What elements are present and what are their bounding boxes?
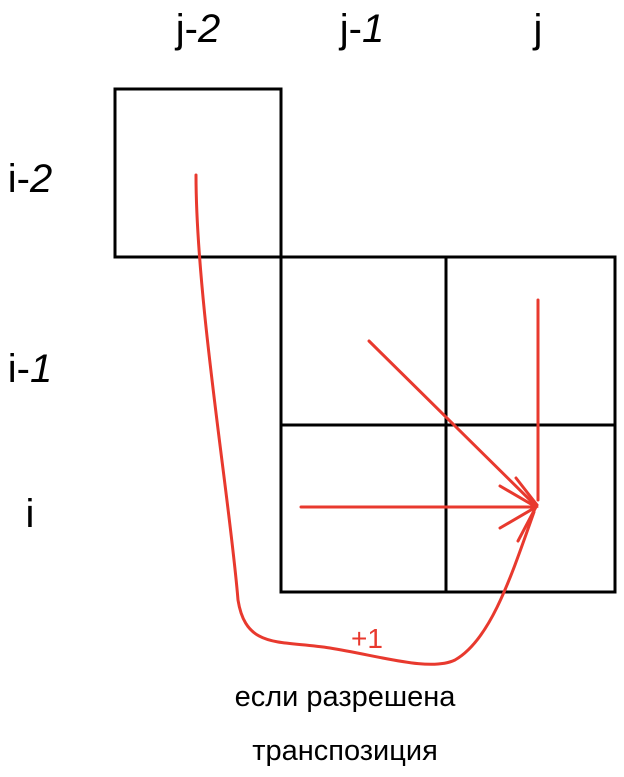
dp-grid — [113, 87, 617, 594]
arrow-transposition — [194, 173, 536, 666]
row-label-i-minus-1: i-1 — [8, 347, 52, 391]
cell-i-minus-1-j-minus-1 — [279, 255, 448, 427]
row-label-i: i — [26, 492, 35, 536]
cell-i-minus-1-j — [444, 255, 617, 427]
caption-line-1: если разрешена — [235, 681, 457, 713]
column-label-j: j — [533, 7, 543, 51]
transposition-cost-label: +1 — [351, 623, 383, 654]
arrowhead-target — [498, 476, 539, 543]
cell-i-minus-2-j-minus-2 — [113, 87, 283, 259]
column-label-j-minus-2: j-2 — [175, 7, 220, 51]
arrow-from-diagonal — [367, 339, 536, 506]
column-label-j-minus-1: j-1 — [339, 7, 384, 51]
row-label-i-minus-2: i-2 — [8, 157, 52, 201]
caption-line-2: транспозиция — [252, 735, 438, 767]
